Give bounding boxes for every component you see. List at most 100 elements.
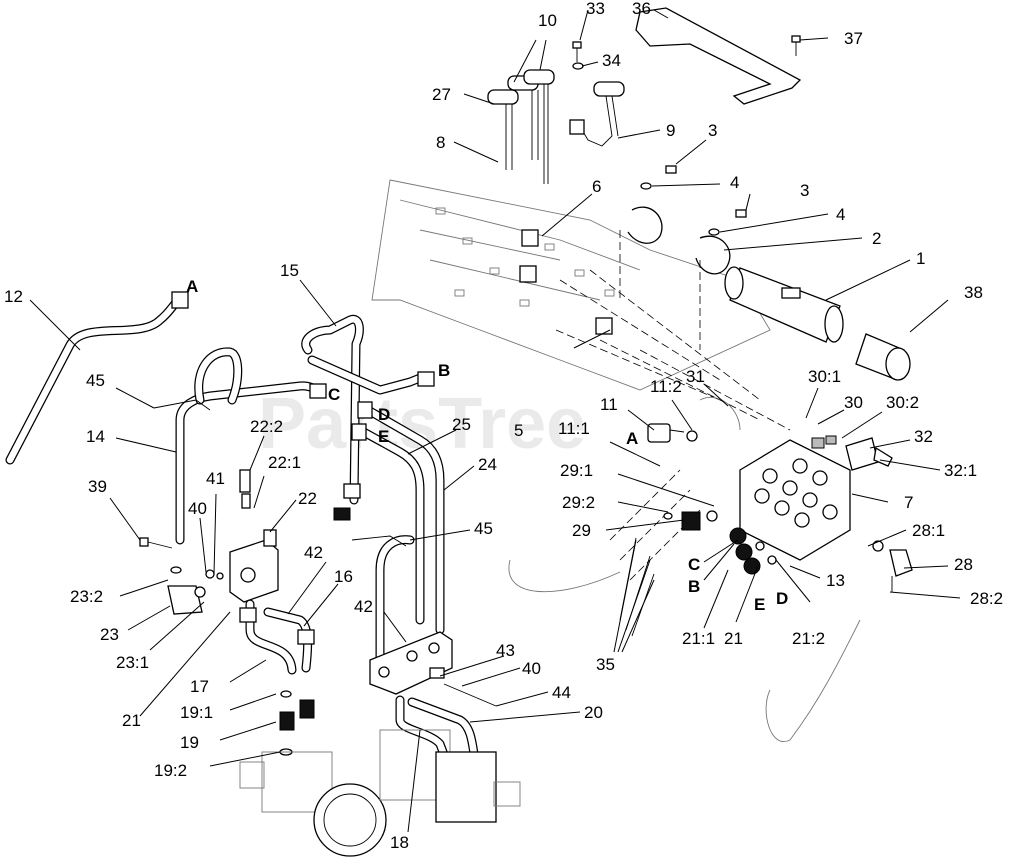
callout-22-2: 22:2	[250, 417, 283, 436]
callout-20: 20	[584, 703, 603, 722]
letter-c-valve: C	[688, 555, 700, 574]
clip-45a	[153, 399, 211, 411]
fittings-19	[279, 690, 315, 756]
callout-40b: 40	[522, 659, 541, 678]
callout-24: 24	[478, 455, 497, 474]
callout-7: 7	[904, 493, 913, 512]
callout-32: 32	[914, 427, 933, 446]
valve-body-7	[739, 439, 851, 561]
clip-45b	[351, 535, 407, 547]
callout-3a: 3	[708, 121, 717, 140]
callout-labels: 33 36 10 37 34 27 9 3 8 4 6 3 4 2 1 15 3…	[4, 0, 1003, 852]
callout-30-1: 30:1	[808, 367, 841, 386]
tube-18-20	[395, 695, 479, 765]
screw-37	[791, 35, 801, 56]
callout-6: 6	[592, 177, 601, 196]
callout-4a: 4	[730, 173, 739, 192]
letter-b-valve: B	[688, 577, 700, 596]
port-letters: A B C D E A C B E D	[186, 277, 788, 614]
valve-block-42	[369, 631, 497, 707]
callout-11: 11	[600, 395, 618, 414]
letter-b-tube: B	[438, 361, 450, 380]
fitting-28	[872, 540, 913, 592]
motor-right	[379, 729, 521, 823]
tube-16-17	[239, 599, 315, 675]
callout-10: 10	[538, 11, 557, 30]
clamps	[627, 165, 747, 275]
callout-19-2: 19:2	[154, 761, 187, 780]
tube-45b	[375, 535, 415, 665]
callout-21a: 21	[724, 629, 743, 648]
watermark-text: PartsTree	[258, 384, 586, 464]
callout-39: 39	[88, 477, 107, 496]
callout-28-1: 28:1	[912, 521, 945, 540]
callout-28-2: 28:2	[970, 589, 1003, 608]
callout-43: 43	[496, 641, 515, 660]
cap-38	[855, 333, 911, 381]
callout-21b: 21	[122, 711, 141, 730]
callout-3b: 3	[800, 181, 809, 200]
frame-plate	[371, 179, 771, 391]
callout-13: 13	[826, 571, 845, 590]
callout-4b: 4	[836, 205, 845, 224]
callout-21-1: 21:1	[682, 629, 715, 648]
callout-23-2: 23:2	[70, 587, 103, 606]
callout-30-2: 30:2	[886, 393, 919, 412]
valve-22	[229, 469, 279, 603]
callout-23: 23	[100, 625, 119, 644]
callout-14: 14	[86, 427, 105, 446]
callout-2: 2	[872, 229, 881, 248]
tube-14	[175, 347, 327, 545]
fittings-21	[729, 527, 777, 575]
bracket-36	[635, 7, 802, 105]
guide-lines	[555, 230, 791, 581]
callout-37: 37	[844, 29, 863, 48]
callout-31: 31	[686, 367, 705, 386]
block-5	[595, 317, 613, 335]
callout-1: 1	[916, 249, 925, 268]
callout-22: 22	[298, 489, 317, 508]
callout-42a: 42	[304, 543, 323, 562]
callout-17: 17	[190, 677, 209, 696]
callout-21-2: 21:2	[792, 629, 825, 648]
tube-15	[301, 314, 435, 505]
leader-lines	[29, 9, 961, 833]
callout-33: 33	[586, 0, 605, 18]
callout-22-1: 22:1	[268, 453, 301, 472]
elbow-23	[167, 566, 224, 615]
lever-handles	[487, 69, 555, 184]
cylinder-1	[724, 266, 844, 343]
callout-44: 44	[552, 683, 571, 702]
bolt-39	[139, 537, 173, 549]
callout-29-2: 29:2	[562, 493, 595, 512]
letter-a-valve: A	[626, 429, 638, 448]
letter-a-tube: A	[186, 277, 198, 296]
fitting-29	[663, 510, 718, 531]
callout-23-1: 23:1	[116, 653, 149, 672]
callout-15: 15	[280, 261, 299, 280]
fitting-11	[647, 423, 698, 443]
bolts-35	[619, 537, 655, 637]
callout-29: 29	[572, 521, 591, 540]
callout-19: 19	[180, 733, 199, 752]
callout-40a: 40	[188, 499, 207, 518]
callout-8: 8	[436, 133, 445, 152]
ghost-hoses	[508, 396, 861, 743]
callout-42b: 42	[354, 597, 373, 616]
callout-12: 12	[4, 287, 23, 306]
callout-45b: 45	[474, 519, 493, 538]
callout-11-2: 11:2	[650, 377, 682, 396]
callout-32-1: 32:1	[944, 461, 977, 480]
tube-24-25	[351, 401, 445, 635]
block-small	[519, 265, 537, 283]
block-6	[521, 229, 539, 247]
callout-29-1: 29:1	[560, 461, 593, 480]
callout-11-1: 11:1	[558, 419, 590, 438]
callout-9: 9	[666, 121, 675, 140]
callout-19-1: 19:1	[180, 703, 213, 722]
callout-34: 34	[602, 51, 621, 70]
letter-d-tube: D	[378, 405, 390, 424]
callout-25: 25	[452, 415, 471, 434]
callout-38: 38	[964, 283, 983, 302]
